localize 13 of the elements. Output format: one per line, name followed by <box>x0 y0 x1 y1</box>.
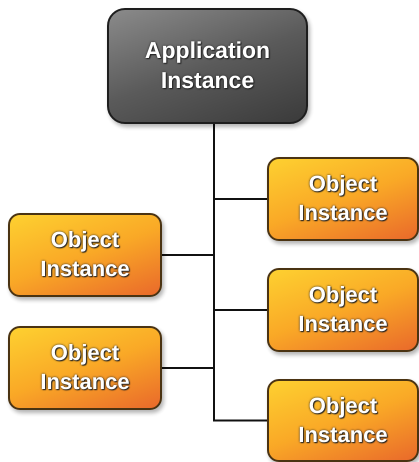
object-box <box>267 268 419 352</box>
box-label: Object Instance <box>297 281 389 338</box>
box-label: Object Instance <box>297 170 389 227</box>
box-label: Object Instance <box>39 339 131 396</box>
object-box <box>8 213 162 297</box>
box-label: Object Instance <box>297 392 389 448</box>
application-box <box>107 8 308 124</box>
object-box <box>8 326 162 410</box>
box-label: Object Instance <box>39 226 131 283</box>
object-box <box>267 157 419 241</box>
box-label: Application Instance <box>144 36 272 95</box>
object-box <box>267 379 419 462</box>
connector-line <box>213 124 267 422</box>
